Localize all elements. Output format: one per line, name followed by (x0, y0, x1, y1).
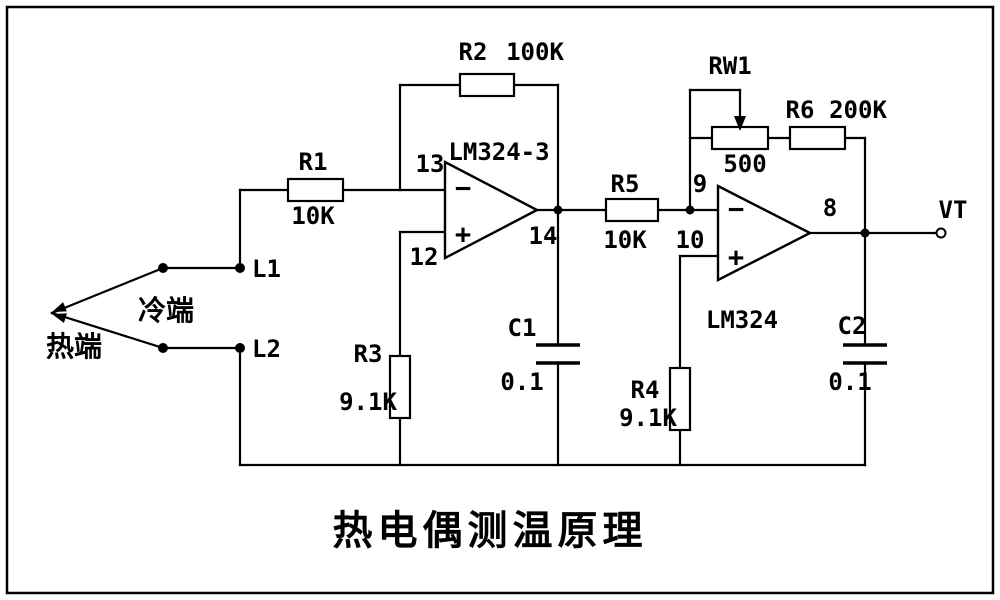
opamp2-pin8-label: 8 (823, 194, 837, 222)
terminal-l2-label: L2 (252, 335, 281, 363)
resistor-r2-value: 100K (506, 38, 564, 66)
resistor-r6-body (788, 125, 847, 151)
capacitor-c1-value: 0.1 (500, 368, 543, 396)
opamp2-triangle (716, 184, 813, 282)
resistor-r3-value: 9.1K (339, 388, 397, 416)
vt-output-label: VT (939, 196, 968, 224)
opamp2-name-label: LM324 (706, 306, 778, 334)
hot-junction-arrow-icon (52, 313, 67, 323)
opamp1-minus-sign: − (455, 173, 471, 204)
resistor-r2-name: R2 (459, 38, 488, 66)
resistor-r5-name: R5 (611, 170, 640, 198)
capacitor-c2-name: C2 (838, 312, 867, 340)
opamp2-minus-sign: − (728, 194, 744, 225)
resistor-r2-body (458, 72, 516, 98)
diagram-title: 热电偶测温原理 (333, 508, 648, 554)
opamp1-triangle (443, 160, 540, 260)
hot-end-label: 热端 (46, 330, 102, 363)
terminal-l1-label: L1 (252, 255, 281, 283)
opamp1-plus-sign: + (455, 219, 471, 250)
potentiometer-rw1-name: RW1 (708, 52, 751, 80)
circuit-wires (50, 83, 938, 467)
resistor-r5-value: 10K (603, 226, 647, 254)
resistor-r3-name: R3 (354, 340, 383, 368)
opamp2-pin10-label: 10 (676, 226, 705, 254)
capacitor-c1-name: C1 (508, 314, 537, 342)
cold-end-label: 冷端 (138, 294, 194, 327)
diagram-border (5, 5, 995, 595)
opamp2-pin9-label: 9 (693, 170, 707, 198)
opamp1-pin13-label: 13 (416, 150, 445, 178)
resistor-r4-body (668, 366, 692, 432)
opamp2-plus-sign: + (728, 242, 744, 273)
resistor-r6-name: R6 (786, 96, 815, 124)
capacitor-c2-value: 0.1 (828, 368, 871, 396)
opamp1-pin14-label: 14 (529, 222, 558, 250)
resistor-r1-value: 10K (291, 202, 335, 230)
resistor-r6-value: 200K (829, 96, 887, 124)
resistor-r1-body (286, 177, 345, 203)
vt-terminal (935, 227, 947, 239)
resistor-r1-name: R1 (299, 148, 328, 176)
resistor-r4-value: 9.1K (619, 404, 677, 432)
junction-dots (158, 205, 870, 353)
rw1-wiper-arrow-icon (734, 116, 746, 131)
potentiometer-rw1-value: 500 (723, 150, 766, 178)
hot-junction-arrow-icon (52, 302, 67, 312)
resistor-r5-body (604, 197, 660, 223)
resistor-r4-name: R4 (631, 376, 660, 404)
opamp1-name-label: LM324-3 (448, 138, 549, 166)
opamp1-pin12-label: 12 (410, 243, 439, 271)
resistor-r3-body (388, 354, 412, 420)
